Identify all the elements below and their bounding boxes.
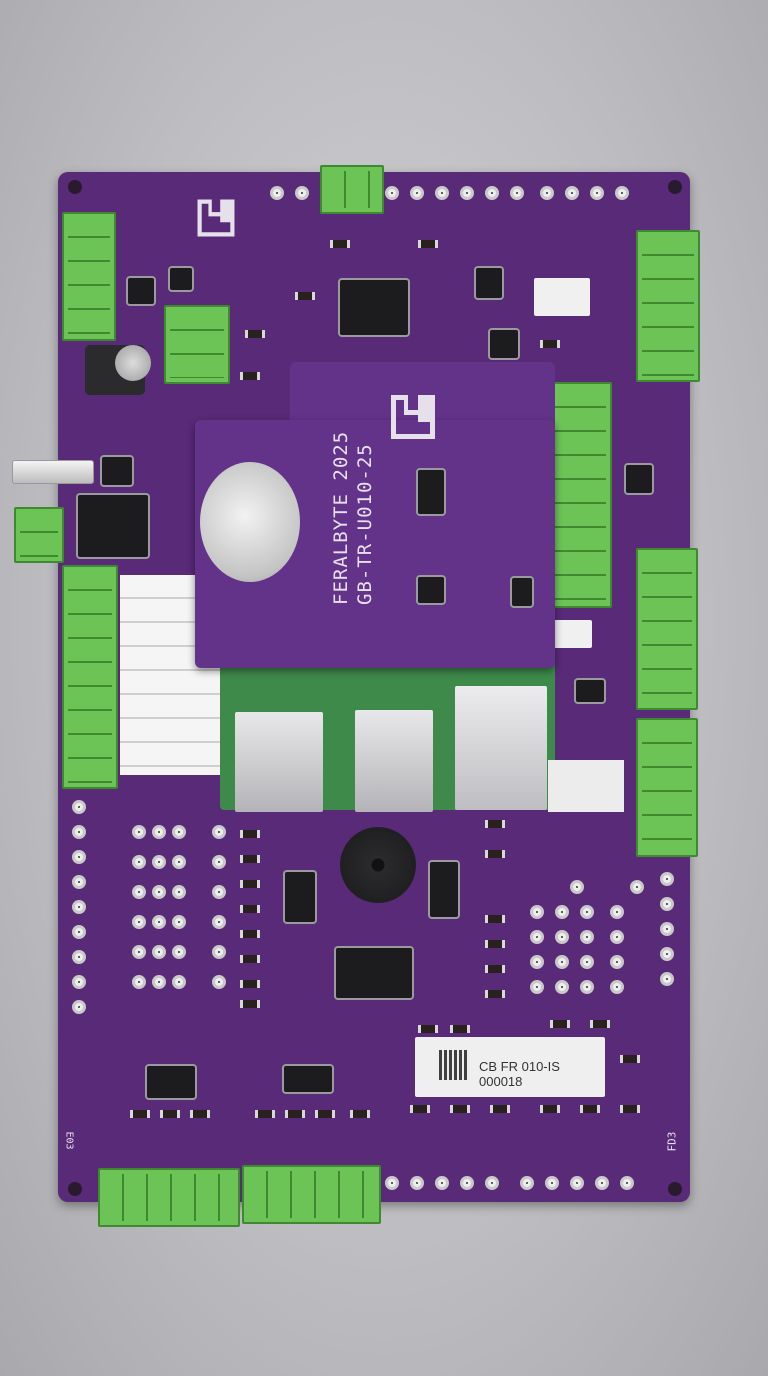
power-module bbox=[78, 495, 148, 557]
ethernet-port bbox=[455, 686, 547, 810]
part-number-silkscreen: GB-TR-U010-25 bbox=[354, 443, 376, 605]
brand-silkscreen: FERALBYTE 2025 bbox=[330, 430, 352, 605]
ic-chip bbox=[102, 457, 132, 485]
terminal-block bbox=[636, 230, 700, 382]
ic-chip bbox=[128, 278, 154, 304]
transistor bbox=[512, 578, 532, 606]
ic-chip bbox=[340, 280, 408, 335]
capacitor bbox=[115, 345, 151, 381]
feralbyte-logo-small bbox=[195, 197, 237, 239]
terminal-block bbox=[636, 548, 698, 710]
transistor bbox=[170, 268, 192, 290]
terminal-block bbox=[320, 165, 384, 214]
datamatrix-code bbox=[439, 1050, 469, 1080]
ethernet-port-extension bbox=[548, 760, 624, 812]
jst-connector bbox=[534, 278, 590, 316]
ic-chip bbox=[147, 1066, 195, 1098]
terminal-block bbox=[98, 1168, 240, 1227]
usb-port bbox=[235, 712, 323, 812]
fuse bbox=[12, 460, 94, 484]
serial-number: CB FR 010-IS 000018 bbox=[479, 1059, 560, 1089]
serial-label: CB FR 010-IS 000018 bbox=[415, 1037, 605, 1097]
mounting-hole bbox=[68, 180, 82, 194]
mounting-hole bbox=[668, 180, 682, 194]
usb3-port bbox=[355, 710, 433, 812]
mounting-hole bbox=[668, 1182, 682, 1196]
corner-mark-left: E03 bbox=[63, 1131, 75, 1150]
terminal-block bbox=[242, 1165, 381, 1224]
ic-chip bbox=[336, 948, 412, 998]
ic-chip bbox=[576, 680, 604, 702]
terminal-block bbox=[62, 212, 116, 341]
transistor bbox=[476, 268, 502, 298]
transistor bbox=[490, 330, 518, 358]
corner-mark-right: FD3 bbox=[665, 1131, 679, 1152]
terminal-block bbox=[164, 305, 230, 384]
ic-chip bbox=[430, 862, 458, 917]
coin-cell-holder bbox=[200, 462, 300, 582]
ic-chip bbox=[418, 470, 444, 514]
terminal-block bbox=[14, 507, 64, 563]
ic-chip bbox=[285, 872, 315, 922]
buzzer bbox=[340, 827, 416, 903]
terminal-block bbox=[636, 718, 698, 857]
terminal-block bbox=[62, 565, 118, 789]
mounting-hole bbox=[68, 1182, 82, 1196]
ic-chip bbox=[626, 465, 652, 493]
feralbyte-logo bbox=[388, 392, 438, 442]
ic-chip bbox=[418, 577, 444, 603]
ic-chip bbox=[284, 1066, 332, 1092]
